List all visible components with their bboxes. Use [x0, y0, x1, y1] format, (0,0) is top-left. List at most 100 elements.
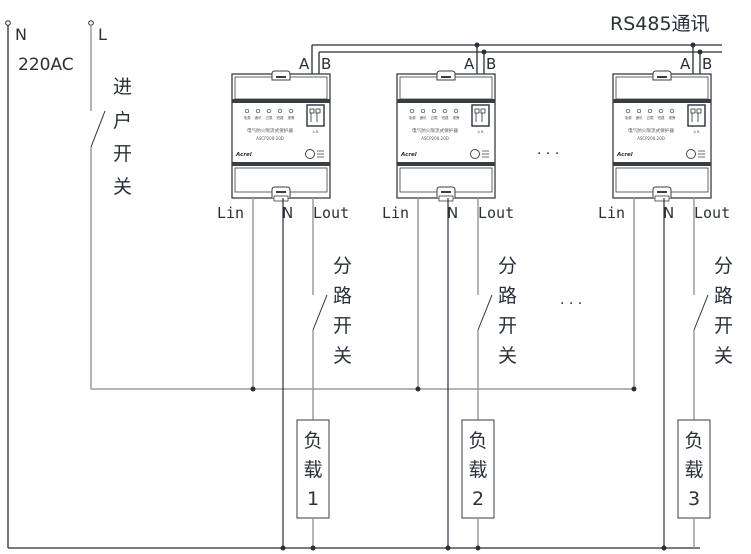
- load-box: [296, 419, 330, 519]
- led-indicator-icon: [636, 108, 642, 114]
- led-label: 通讯: [255, 115, 263, 120]
- junction-a: [690, 42, 696, 48]
- terminal-a-label: A: [464, 55, 475, 73]
- load-label: 3: [688, 488, 700, 510]
- junction-n: [280, 545, 286, 551]
- l-terminal-icon: [88, 20, 94, 26]
- led-indicator-icon: [288, 108, 294, 114]
- led-indicator-icon: [266, 108, 272, 114]
- junction-n: [661, 545, 667, 551]
- junction-n: [445, 545, 451, 551]
- branch-switch-label: 开: [333, 315, 352, 337]
- branch-switch-label: 路: [498, 285, 517, 307]
- ab-terminal-block: [471, 104, 490, 127]
- junction-load: [475, 545, 481, 551]
- svg-text:关: 关: [113, 176, 132, 198]
- load-label: 1: [307, 488, 319, 510]
- led-label: 通讯: [420, 115, 428, 120]
- led-label: 电源: [244, 115, 251, 120]
- ab-terminal-block: [306, 104, 325, 127]
- model-number: ASCP200-20D: [256, 136, 284, 141]
- model-number: ASCP200-20D: [637, 136, 665, 141]
- load-label: 负: [684, 430, 703, 452]
- reset-button-icon: [686, 149, 696, 159]
- load-label: 2: [472, 488, 484, 510]
- n-terminal-label: N: [663, 204, 674, 222]
- terminal-b-label: B: [702, 55, 712, 73]
- load-label: 载: [684, 459, 703, 481]
- n-terminal-label: N: [447, 204, 458, 222]
- terminal-a-label: A: [299, 55, 310, 73]
- led-label: 报警: [669, 115, 677, 120]
- ab-small-label: A B: [313, 130, 320, 134]
- junction-b: [481, 49, 487, 55]
- led-indicator-icon: [442, 108, 448, 114]
- lin-label: Lin: [598, 204, 625, 222]
- junction-a: [474, 42, 480, 48]
- led-indicator-icon: [244, 108, 250, 114]
- branch-switch-blade: [477, 294, 493, 331]
- led-indicator-icon: [420, 108, 426, 114]
- reset-button-icon: [305, 149, 315, 159]
- ab-small-label: A B: [694, 130, 701, 134]
- model-number: ASCP200-20D: [421, 136, 449, 141]
- protector-device: 电源通讯过载短路报警A B电气防火限流式保护器ASCP200-20DAcrel: [231, 70, 331, 202]
- branch-switch-label: 分: [498, 255, 517, 277]
- protector-device: 电源通讯过载短路报警 A B 电气防火限流式保护器 ASCP200-20D Acrel: [396, 70, 496, 202]
- led-label: 报警: [288, 115, 296, 120]
- n-terminal-label: N: [282, 204, 293, 222]
- main-switch-label: 进 户 开 关: [113, 76, 132, 198]
- n-label: N: [15, 25, 27, 44]
- branch-switch-label: 关: [714, 345, 733, 367]
- terminal-b-label: B: [486, 55, 496, 73]
- junction-l: [631, 386, 637, 392]
- led-indicator-icon: [255, 108, 261, 114]
- product-name: 电气防火限流式保护器: [628, 127, 674, 134]
- led-label: 报警: [453, 115, 461, 120]
- junction-load: [310, 545, 316, 551]
- branch-switch-label: 分: [714, 255, 733, 277]
- branch-switch-blade: [693, 294, 709, 331]
- l-label: L: [98, 25, 107, 44]
- supply-section: N 220AC L 进 户 开 关: [5, 20, 700, 549]
- n-terminal-icon: [5, 20, 11, 26]
- branch-switch-label: 开: [714, 315, 733, 337]
- led-label: 电源: [409, 115, 417, 120]
- lout-label: Lout: [313, 204, 349, 222]
- ab-terminal-block: [687, 104, 706, 127]
- branch-switch-label: 路: [714, 285, 733, 307]
- brand-logo: Acrel: [400, 152, 417, 158]
- led-indicator-icon: [431, 108, 437, 114]
- branch-switch-label: 关: [498, 345, 517, 367]
- load-label: 负: [468, 430, 487, 452]
- product-name: 电气防火限流式保护器: [412, 127, 458, 134]
- rs485-label: RS485通讯: [610, 13, 710, 35]
- branch-switch-label: 路: [333, 285, 352, 307]
- branch-switch-label: 分: [333, 255, 352, 277]
- led-label: 短路: [658, 115, 666, 120]
- reset-button-icon: [470, 149, 480, 159]
- load-box: [677, 419, 711, 519]
- ellipsis-devices: · · ·: [537, 146, 559, 162]
- ab-small-label: A B: [478, 130, 485, 134]
- led-indicator-icon: [277, 108, 283, 114]
- svg-text:户: 户: [113, 110, 132, 132]
- led-indicator-icon: [658, 108, 664, 114]
- voltage-label: 220AC: [18, 55, 74, 75]
- rs485-bus: RS485通讯: [312, 13, 722, 53]
- led-indicator-icon: [647, 108, 653, 114]
- branch-switch-label: 关: [333, 345, 352, 367]
- ellipsis-switches: · · ·: [560, 296, 582, 312]
- branch-switch-blade: [312, 294, 328, 331]
- led-label: 通讯: [636, 115, 644, 120]
- led-label: 短路: [442, 115, 450, 120]
- led-label: 过载: [431, 115, 439, 120]
- led-indicator-icon: [409, 108, 415, 114]
- terminal-a-label: A: [680, 55, 691, 73]
- load-label: 负: [303, 430, 322, 452]
- led-label: 电源: [625, 115, 633, 120]
